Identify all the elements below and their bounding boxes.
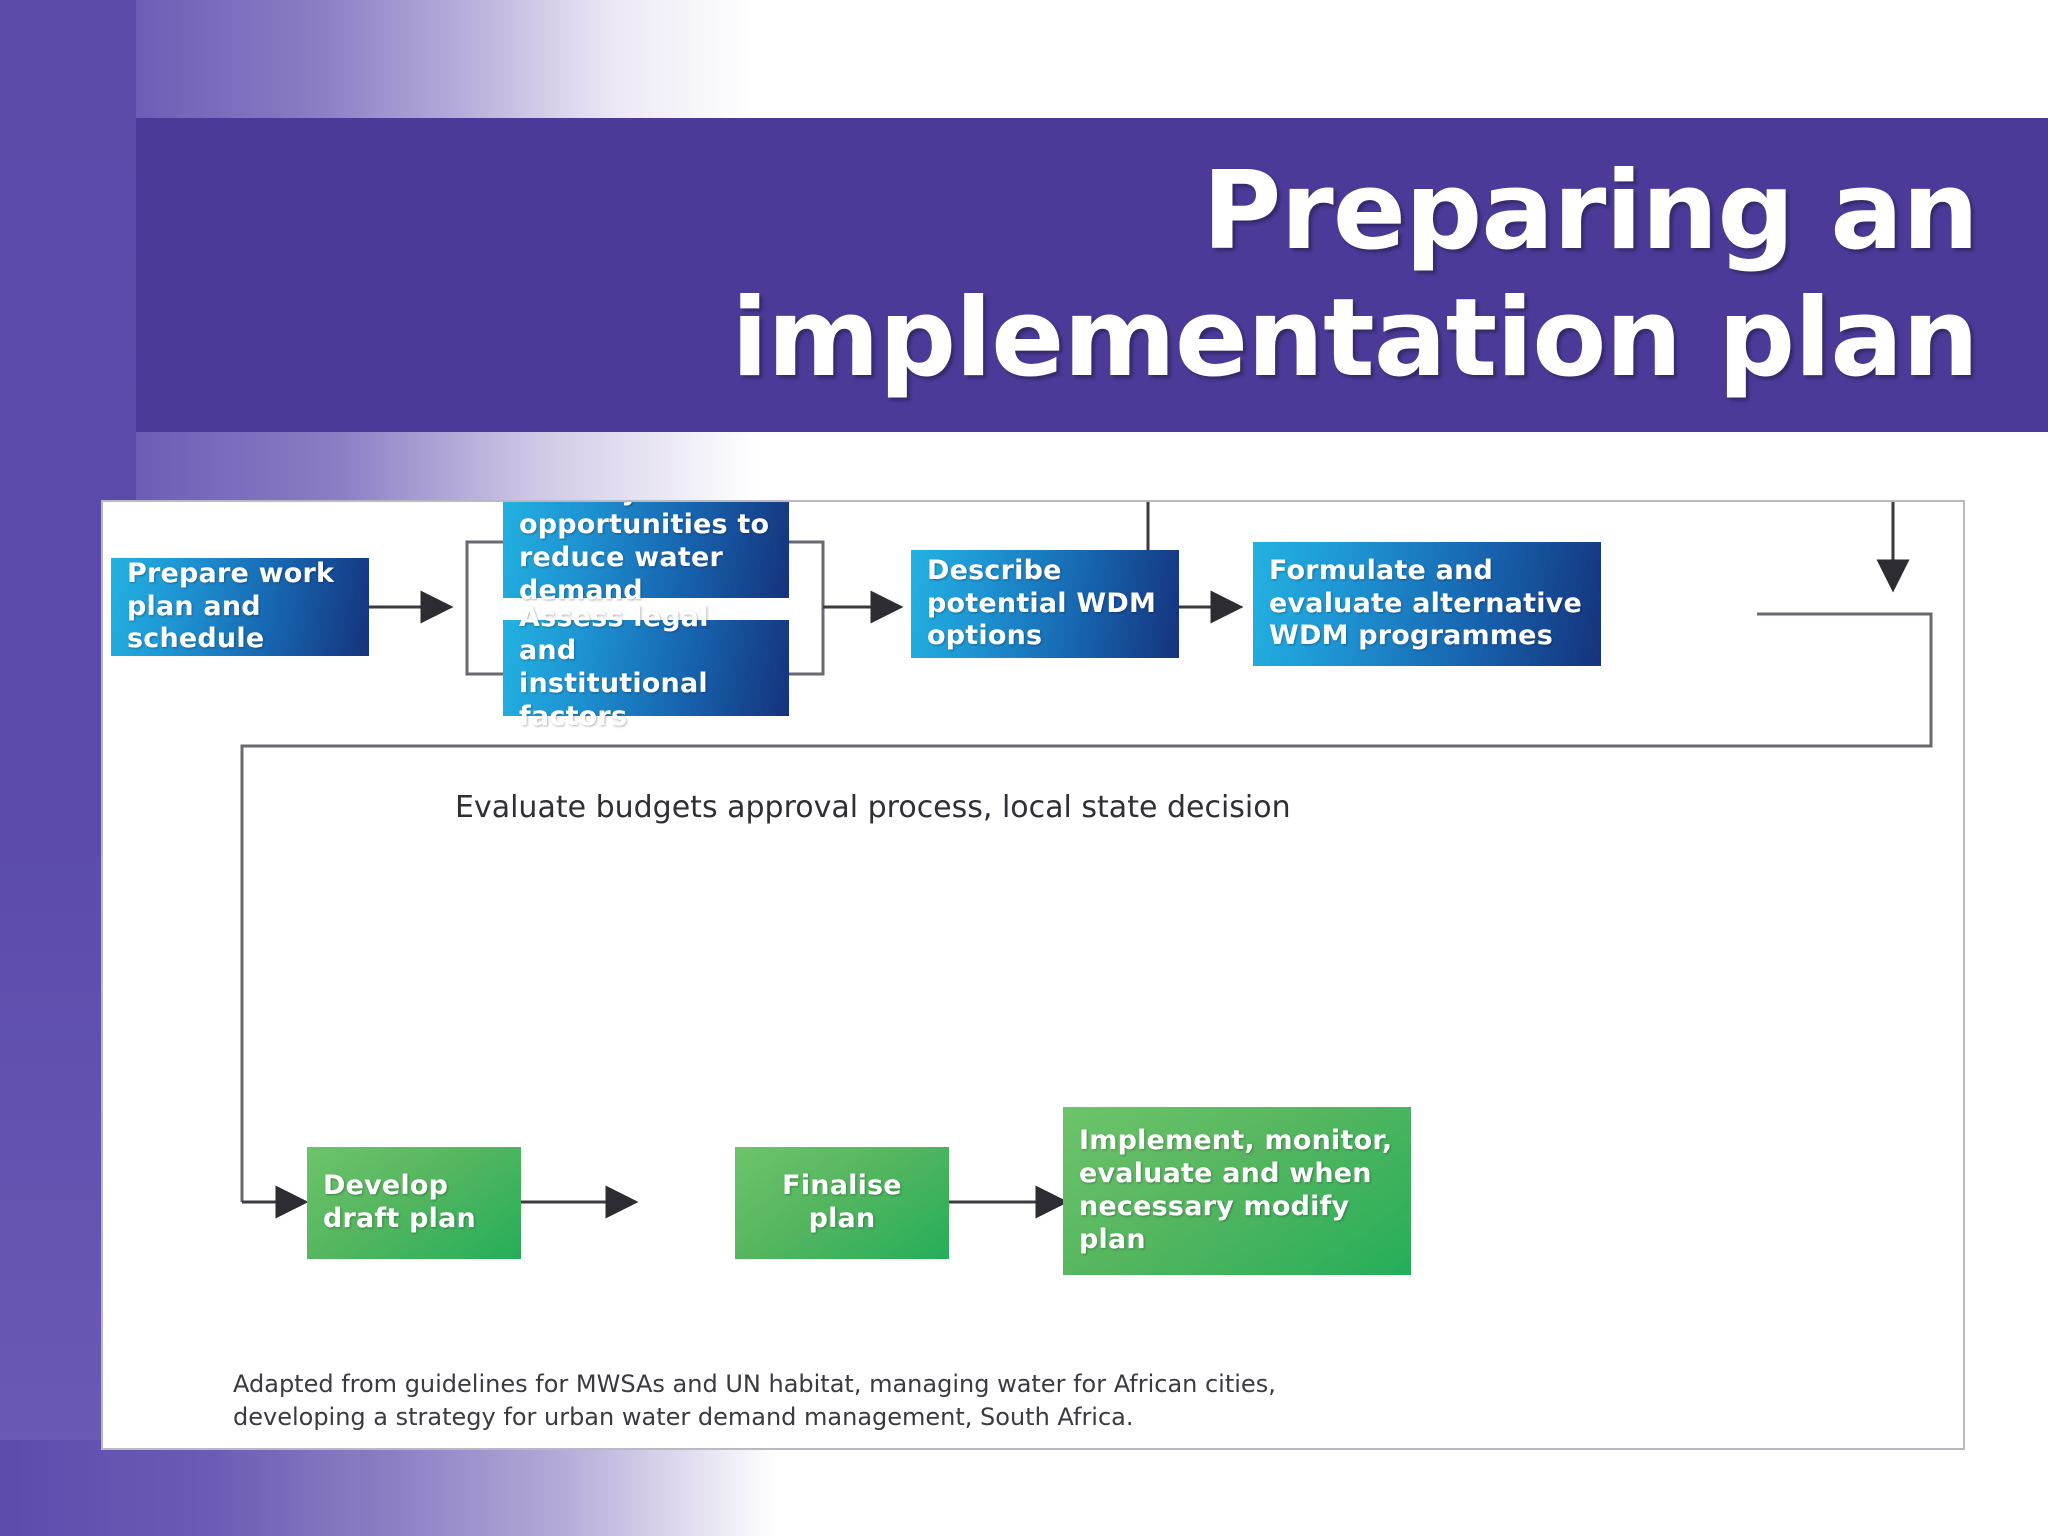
node-identify-opportunities-label: Identify opportunities to reduce water d… <box>519 502 770 606</box>
node-describe-wdm-options-label: Describe potential WDM options <box>927 554 1157 652</box>
page-title-line-2: implementation plan <box>731 276 1979 401</box>
wire-stakeholder-2 <box>1876 502 1910 593</box>
background-mid-band <box>136 432 2048 512</box>
wire-split-down <box>465 607 503 676</box>
background-top-fade <box>136 0 2048 118</box>
node-prepare-work-plan[interactable]: Prepare work plan and schedule <box>111 558 369 656</box>
node-finalise-plan[interactable]: Finalise plan <box>735 1147 949 1259</box>
node-finalise-plan-label: Finalise plan <box>782 1170 902 1234</box>
node-develop-draft-plan[interactable]: Develop draft plan <box>307 1147 521 1259</box>
slide-title-bar: Preparing an implementation plan <box>136 118 2048 432</box>
node-identify-opportunities[interactable]: Identify opportunities to reduce water d… <box>503 502 789 606</box>
annotation-evaluate-budgets: Evaluate budgets approval process, local… <box>455 790 1291 825</box>
page-title-line-1: Preparing an <box>1202 148 1979 274</box>
node-formulate-evaluate-label: Formulate and evaluate alternative WDM p… <box>1269 554 1582 652</box>
background-left-lower <box>0 1440 360 1536</box>
node-formulate-evaluate[interactable]: Formulate and evaluate alternative WDM p… <box>1253 542 1601 666</box>
node-describe-wdm-options[interactable]: Describe potential WDM options <box>911 550 1179 658</box>
node-prepare-work-plan-label: Prepare work plan and schedule <box>127 557 335 655</box>
node-assess-legal-label: Assess legal and institutional factors <box>519 602 709 732</box>
flowchart-canvas: Stakeholder Input Stakeholder Input Prep… <box>103 502 1963 1448</box>
node-implement-monitor[interactable]: Implement, monitor, evaluate and when ne… <box>1063 1107 1411 1275</box>
node-implement-monitor-label: Implement, monitor, evaluate and when ne… <box>1079 1125 1393 1255</box>
wire-merge-bracket <box>787 540 825 676</box>
flowchart-panel: Stakeholder Input Stakeholder Input Prep… <box>101 500 1965 1450</box>
node-develop-draft-plan-label: Develop draft plan <box>323 1170 476 1234</box>
diagram-source-caption: Adapted from guidelines for MWSAs and UN… <box>233 1370 1276 1432</box>
background-bottom-band <box>136 1440 2048 1536</box>
node-assess-legal[interactable]: Assess legal and institutional factors <box>503 602 789 732</box>
wire-split-up <box>465 540 503 607</box>
